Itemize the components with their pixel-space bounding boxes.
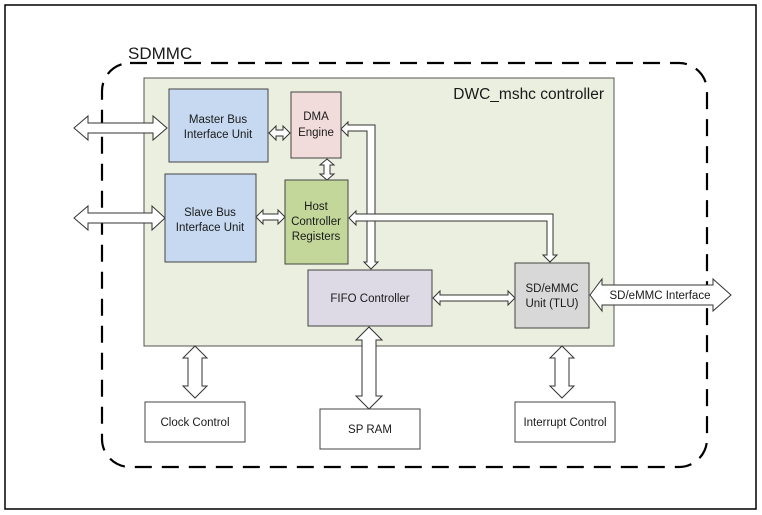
fifo-label: FIFO Controller <box>330 293 409 305</box>
slave-bus-label-line2: Interface Unit <box>176 222 245 234</box>
master-bus-label-line1: Master Bus <box>189 114 247 126</box>
master-bus-interface-unit <box>168 88 269 163</box>
dma-engine <box>290 91 342 159</box>
sp-ram <box>319 408 421 450</box>
sd-emmc-interface-label: SD/eMMC Interface <box>610 290 711 302</box>
clock-control-label: Clock Control <box>160 417 229 429</box>
host-ctrl-label-line1: Host <box>304 201 328 213</box>
slave-bus-label-line1: Slave Bus <box>184 207 236 219</box>
dma-fifo-arrow <box>340 120 380 270</box>
master-dma-arrow <box>268 124 291 142</box>
host-controller-registers <box>284 179 349 265</box>
clock-control-arrow <box>181 345 209 399</box>
dma-label-line1: DMA <box>303 111 329 123</box>
sp-ram-label: SP RAM <box>348 424 392 436</box>
clock-control <box>144 401 246 443</box>
interrupt-control-label: Interrupt Control <box>523 417 606 429</box>
tlu-label-line2: Unit (TLU) <box>525 298 578 310</box>
master-bus-label-line2: Interface Unit <box>184 129 253 141</box>
tlu-label-line1: SD/eMMC <box>525 283 578 295</box>
sd-emmc-interface-arrow <box>589 277 732 313</box>
host-tlu-arrow <box>348 209 559 263</box>
master-bus-external-arrow <box>73 114 168 142</box>
interrupt-control <box>514 401 616 443</box>
sdmmc-label: SDMMC <box>128 44 192 63</box>
fifo-controller <box>307 269 433 327</box>
interrupt-control-arrow <box>548 345 576 399</box>
dma-label-line2: Engine <box>298 127 334 139</box>
sd-emmc-unit-tlu <box>514 262 590 329</box>
controller-label: DWC_mshc controller <box>453 86 604 103</box>
sdmmc-boundary <box>100 61 709 469</box>
host-ctrl-label-line2: Controller <box>291 216 341 228</box>
host-ctrl-label-line3: Registers <box>292 231 341 243</box>
slave-bus-interface-unit <box>164 173 257 263</box>
